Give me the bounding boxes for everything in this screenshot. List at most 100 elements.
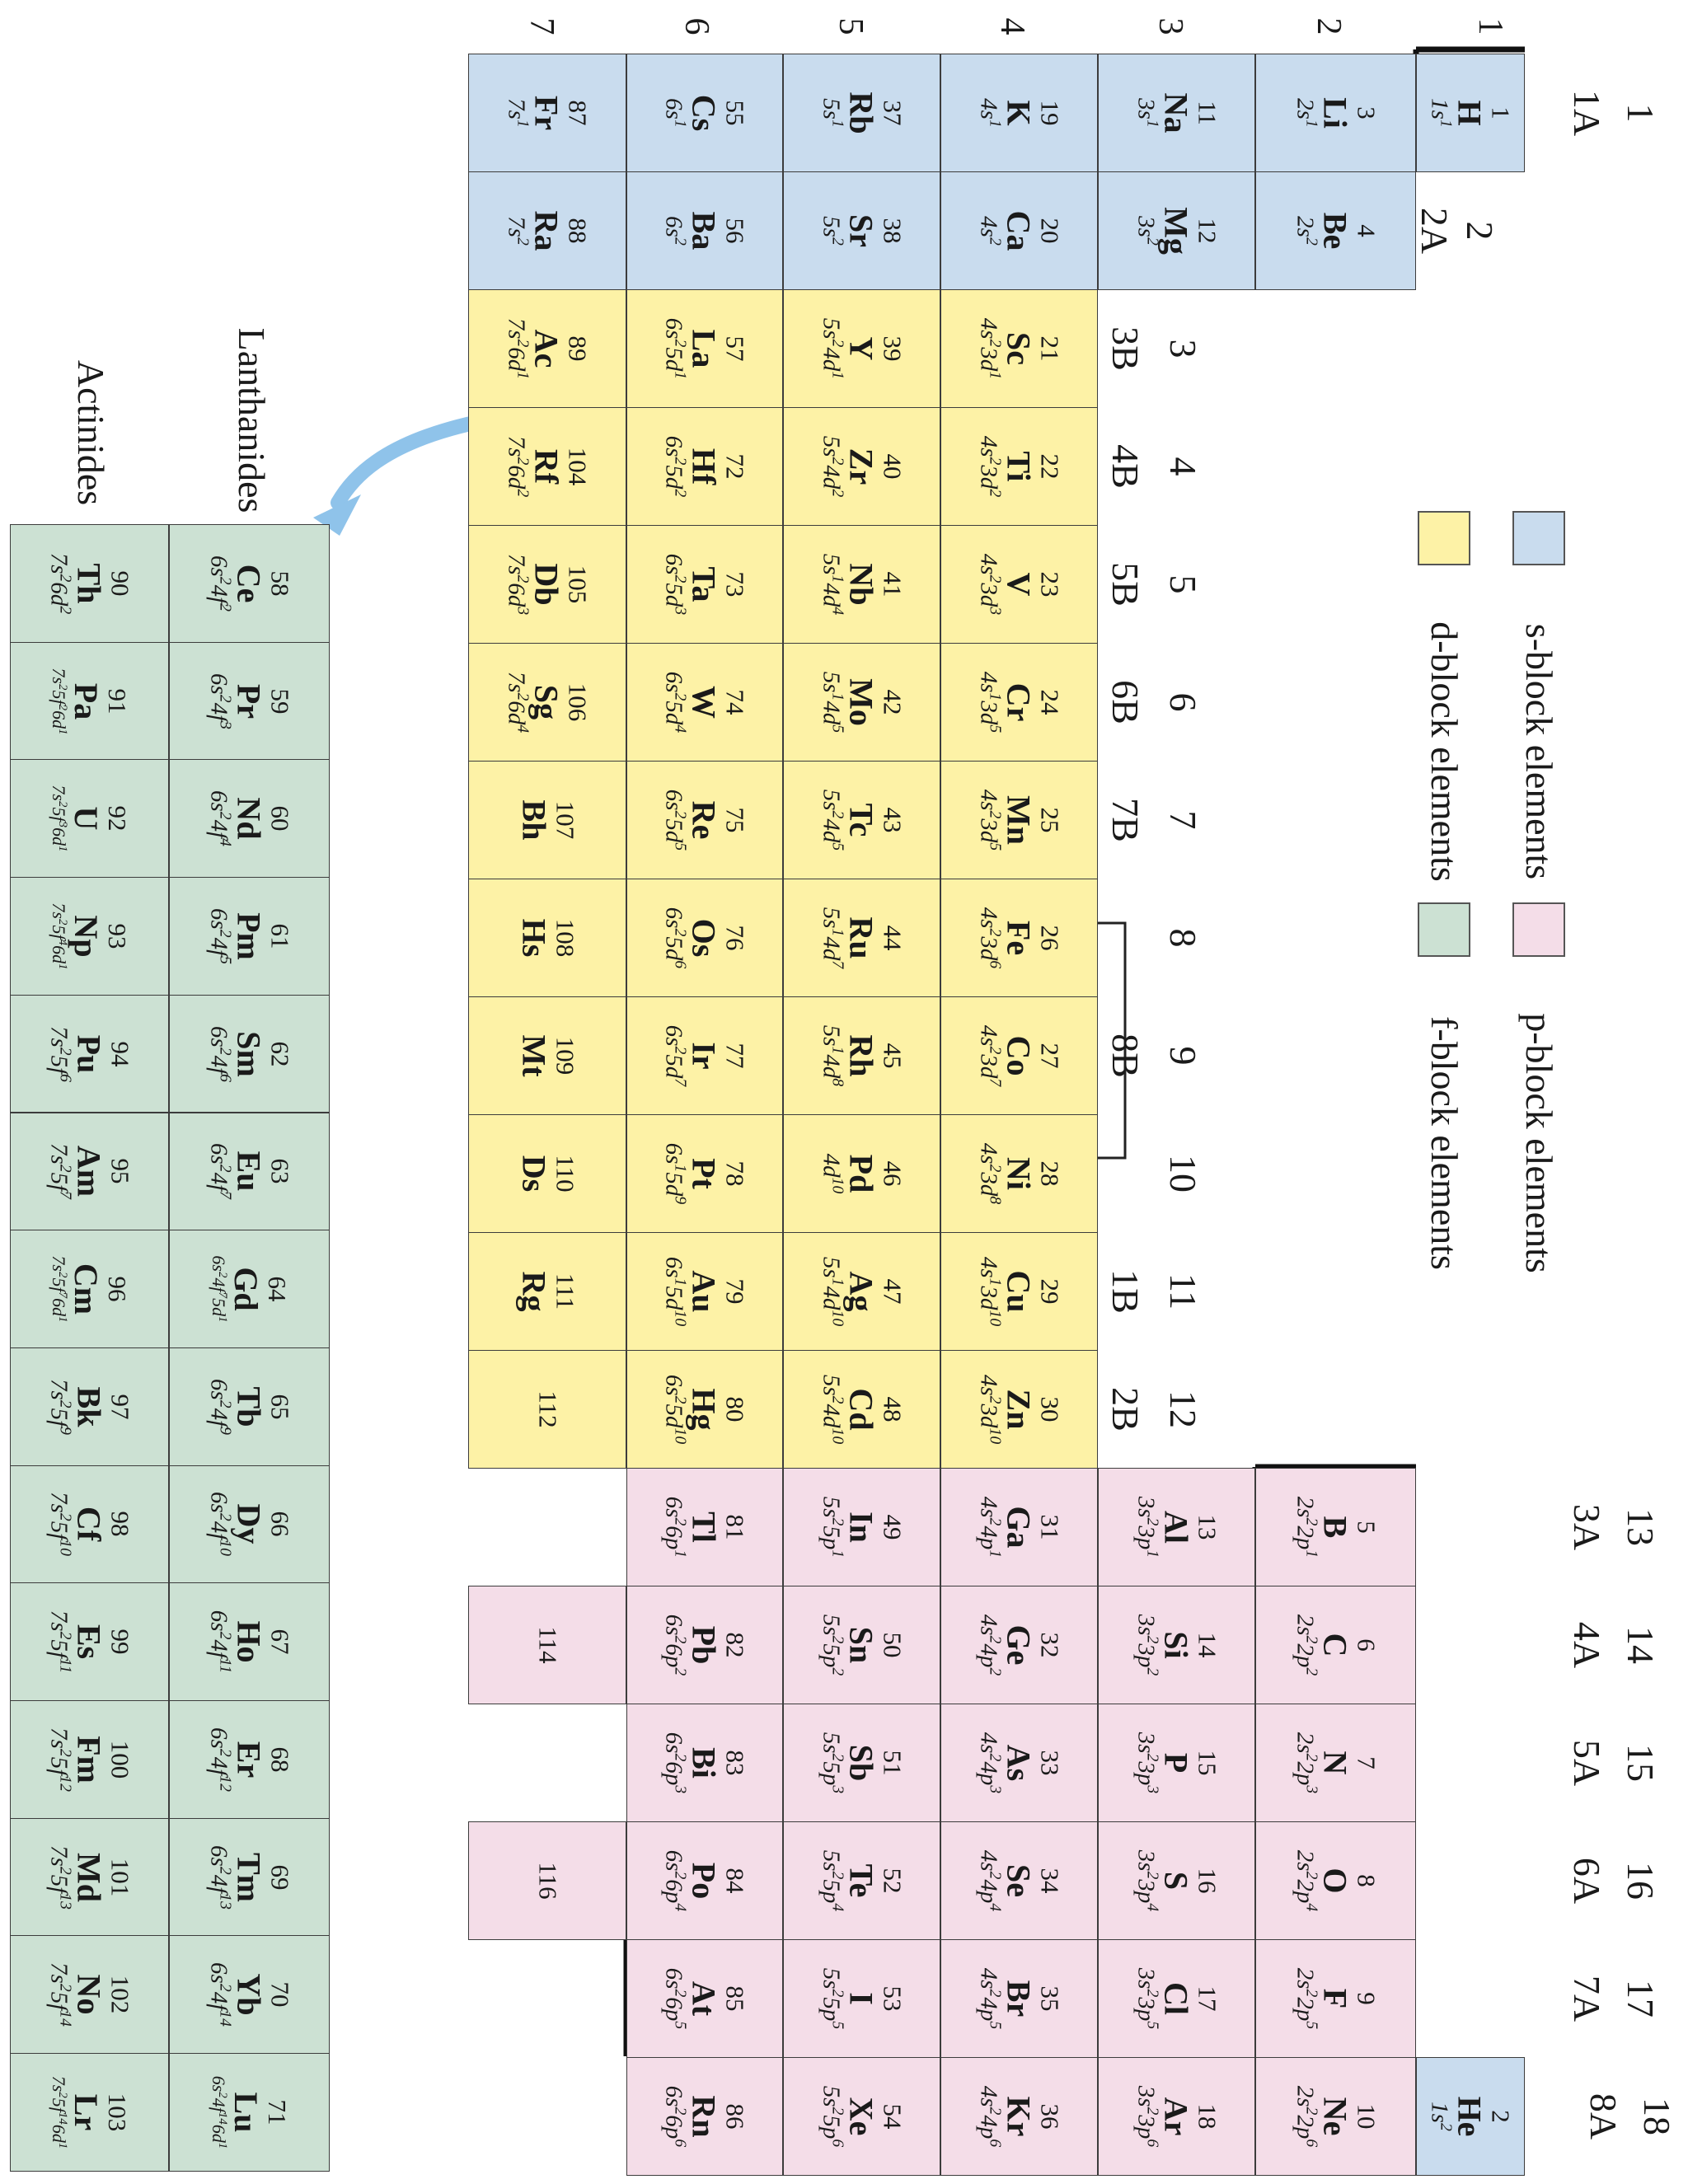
atomic-number: 8 [1351,1874,1381,1887]
atomic-number: 10 [1351,2103,1381,2130]
group-number: 5 [1162,574,1204,594]
atomic-number: 106 [563,682,593,722]
atomic-number: 13 [1192,1514,1221,1540]
electron-configuration: 2s1 [1292,98,1321,128]
atomic-number: 114 [533,1626,563,1664]
atomic-number: 30 [1034,1396,1064,1422]
element-symbol: Co [1000,1035,1038,1076]
atomic-number: 104 [563,447,593,486]
element-symbol: Po [685,1862,723,1900]
element-symbol: K [1000,100,1038,126]
element-symbol: Zr [842,448,880,485]
electron-configuration: 6s25d5 [660,789,690,851]
electron-configuration: 5s24d5 [818,789,847,851]
group-label: 3A [1566,1503,1608,1551]
atomic-number: 97 [105,1394,134,1420]
element-symbol: Tb [230,1386,268,1427]
element-symbol: Si [1157,1631,1195,1659]
atomic-number: 28 [1034,1160,1064,1187]
element-symbol: Rn [685,2095,723,2138]
electron-configuration: 3s23p2 [1132,1614,1162,1676]
electron-configuration: 5s25p3 [818,1732,847,1794]
atomic-number: 101 [105,1858,134,1896]
electron-configuration: 7s1 [503,98,532,128]
atomic-number: 47 [877,1278,907,1305]
atomic-number: 49 [877,1514,907,1540]
group-label: 4A [1566,1621,1608,1669]
electron-configuration: 7s25f76d1 [48,1255,69,1323]
group-number: 11 [1162,1272,1204,1310]
element-symbol: Au [685,1270,723,1313]
atomic-number: 51 [877,1750,907,1776]
electron-configuration: 6s25d1 [660,317,690,380]
element-symbol: W [685,685,723,719]
electron-configuration: 1s2 [1426,2102,1456,2131]
electron-configuration: 6s24f11 [205,1610,235,1674]
atomic-number: 53 [877,1985,907,2012]
atomic-number: 40 [877,453,907,480]
group-number: 6 [1162,692,1204,712]
electron-configuration: 6s26p1 [660,1496,690,1558]
atomic-number: 16 [1192,1868,1221,1894]
group-label: 5B [1104,562,1146,607]
element-cell-116: 116 [468,1821,626,1940]
electron-configuration: 1s1 [1426,98,1456,128]
electron-configuration: 4s23d1 [975,317,1005,380]
electron-configuration: 6s2 [660,216,690,246]
atomic-number: 44 [877,925,907,951]
group-label: 2A [1414,207,1456,255]
electron-configuration: 5s14d4 [818,553,847,616]
electron-configuration: 7s26d3 [503,553,532,616]
element-symbol: Ti [1000,451,1038,482]
group-label: 7B [1104,798,1146,842]
electron-configuration: 2s22p5 [1292,1967,1321,2030]
